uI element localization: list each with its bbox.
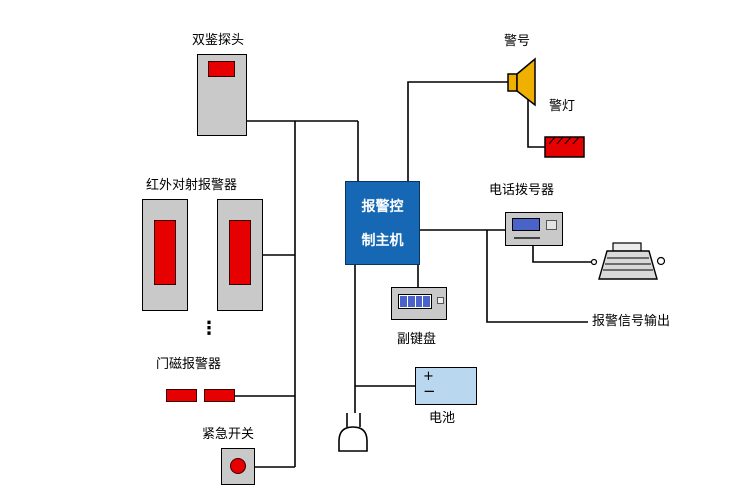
dual-sensor-label: 双鉴探头 [192, 33, 245, 48]
keypad-display-segment [407, 296, 415, 307]
telephone-icon [590, 242, 666, 280]
power-plug-icon [338, 413, 368, 452]
alarm-light-icon [544, 136, 585, 158]
door-magnet-label: 门磁报警器 [156, 357, 222, 372]
infrared-beam-window [229, 220, 251, 285]
dialer-buttons [546, 220, 557, 230]
dual-sensor-lens [208, 61, 235, 77]
door-magnet-right [204, 389, 235, 402]
telephone-top [612, 242, 642, 252]
phone-dialer-box [505, 212, 563, 246]
telephone-body [598, 250, 658, 280]
battery-minus-symbol: − [423, 382, 436, 400]
signal-output-label: 报警信号输出 [592, 314, 671, 329]
siren-label: 警号 [504, 34, 531, 49]
sub-keypad-label: 副键盘 [397, 332, 437, 347]
alarm-control-host: 报警控 制主机 [345, 181, 420, 265]
connection-lines [235, 81, 591, 468]
infrared-beam-box-right [217, 199, 263, 311]
dialer-screen [512, 218, 540, 231]
wire-host-to-siren [407, 81, 508, 181]
dual-sensor-box [197, 54, 247, 136]
battery-box: + − [415, 367, 477, 405]
alarm-light-body [544, 136, 585, 158]
host-label-line2: 制主机 [361, 233, 404, 249]
wire-dialer-to-phone [532, 246, 591, 263]
siren-horn [516, 57, 536, 107]
emergency-switch-button [230, 458, 246, 474]
battery-plus-symbol: + [423, 369, 434, 384]
door-magnet-left [166, 389, 197, 402]
infrared-beam-window [154, 220, 176, 285]
keypad-display-segment [423, 296, 430, 307]
wire-signal-output [486, 230, 588, 323]
plug-body [338, 426, 368, 452]
alarm-light-grill [548, 136, 580, 145]
keypad-display-segment [400, 296, 407, 307]
keypad-display [398, 294, 432, 309]
siren-icon [507, 57, 536, 107]
host-label-line1: 报警控 [361, 199, 404, 215]
phone-dialer-label: 电话拨号器 [489, 183, 555, 198]
keypad-button [437, 297, 444, 304]
vertical-ellipsis: ⋮ [200, 318, 218, 339]
dialer-slot [514, 237, 540, 239]
alarm-light-label: 警灯 [549, 99, 576, 114]
infrared-beam-label: 红外对射报警器 [146, 178, 238, 193]
telephone-knob-left [590, 258, 598, 266]
keypad-display-segment [415, 296, 423, 307]
wire-siren-to-light [527, 98, 545, 148]
emergency-switch-box [221, 448, 255, 485]
emergency-switch-label: 紧急开关 [202, 427, 255, 442]
telephone-knob-right [656, 256, 666, 266]
plug-prongs [346, 413, 361, 427]
battery-label: 电池 [429, 411, 456, 426]
infrared-beam-box-left [142, 199, 188, 311]
sub-keypad-box [391, 287, 447, 320]
telephone-lines [603, 257, 653, 271]
siren-driver [507, 73, 518, 92]
